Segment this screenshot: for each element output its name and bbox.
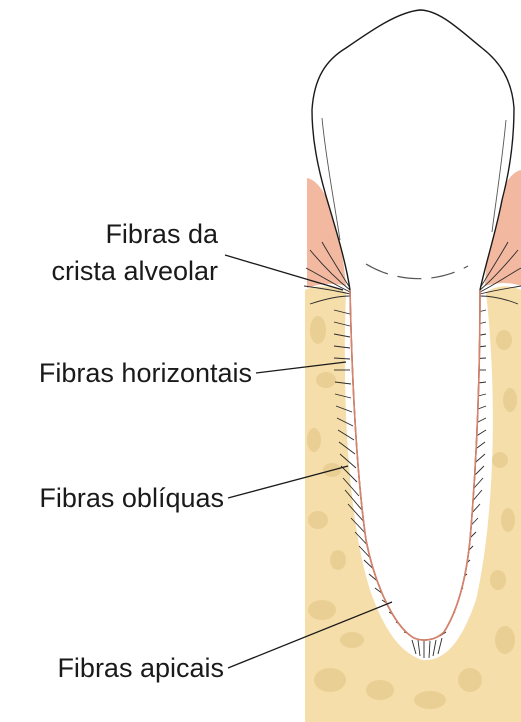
label-apical-fibers: Fibras apicais (57, 653, 224, 683)
label-crest-line1: Fibras da (105, 219, 219, 249)
label-horizontal-fibers: Fibras horizontais (39, 358, 252, 388)
label-crest-line2: crista alveolar (51, 256, 218, 286)
label-oblique-fibers: Fibras oblíquas (39, 483, 224, 513)
labels: Fibras da crista alveolar Fibras horizon… (39, 219, 252, 683)
